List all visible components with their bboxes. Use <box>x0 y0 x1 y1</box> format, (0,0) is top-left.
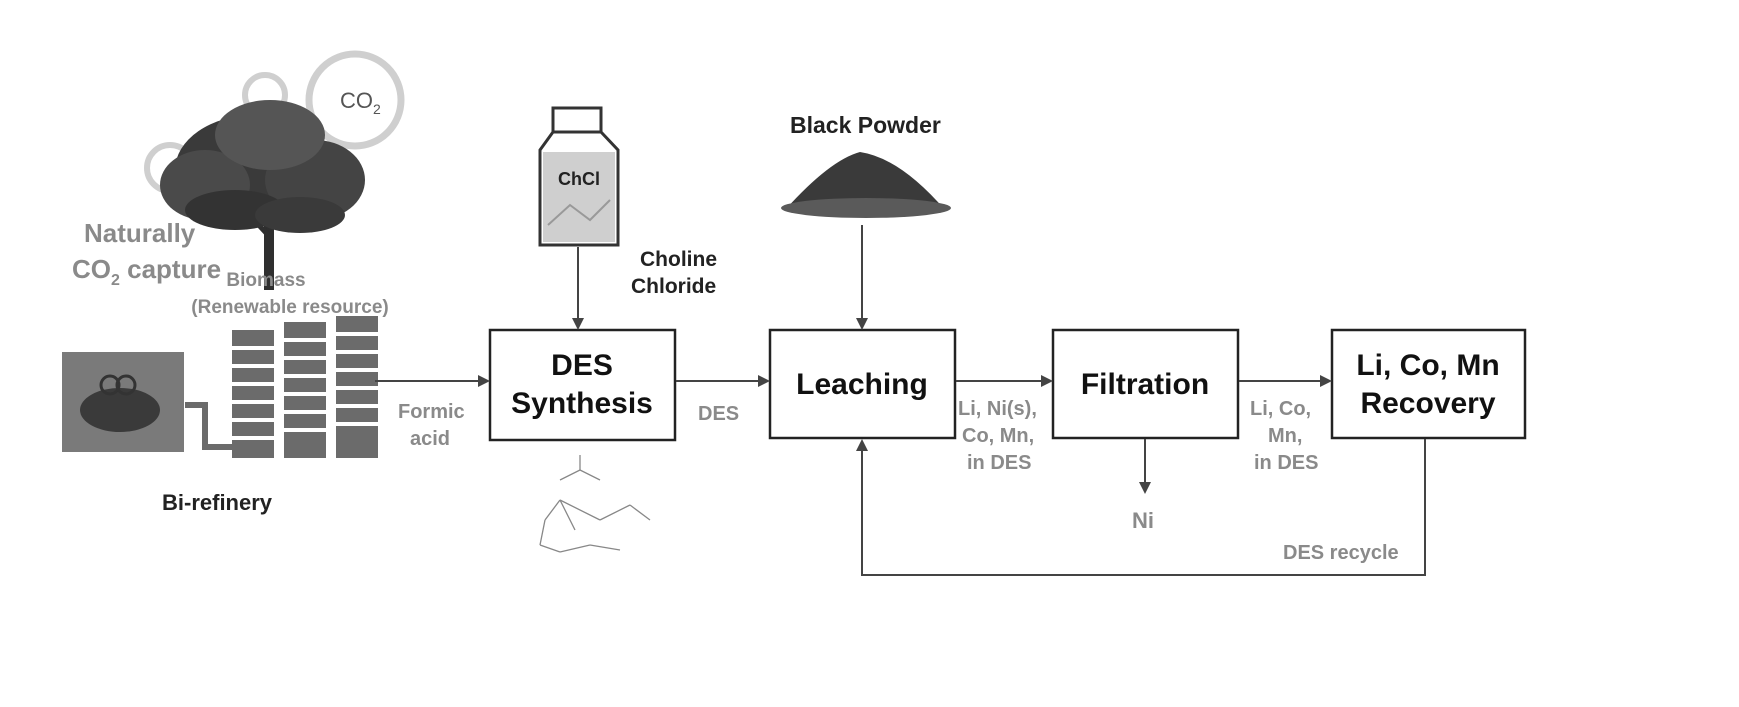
biorefinery-label: Bi-refinery <box>162 490 273 515</box>
chcl-label: ChCl <box>558 169 600 189</box>
recovery-line1: Li, Co, Mn <box>1356 349 1499 382</box>
recovery-box: Li, Co, Mn Recovery <box>1332 330 1525 438</box>
leaching-box: Leaching <box>770 330 955 438</box>
co2-bubble-label: CO2 <box>340 88 381 117</box>
leaching-label: Leaching <box>796 368 928 401</box>
black-powder-label: Black Powder <box>790 112 941 138</box>
leach-out-line1: Li, Ni(s), <box>958 398 1037 420</box>
des-recycle-label: DES recycle <box>1283 542 1399 564</box>
des-synthesis-line2: Synthesis <box>511 387 653 420</box>
filter-out-line1: Li, Co, <box>1250 398 1311 420</box>
filtration-box: Filtration <box>1053 330 1238 438</box>
filter-out-line2: Mn, <box>1268 425 1302 447</box>
chloride-label: Chloride <box>631 275 716 298</box>
des-edge-label: DES <box>698 403 739 425</box>
black-powder-icon <box>781 152 951 218</box>
biorefinery-icon <box>62 316 378 458</box>
filtration-label: Filtration <box>1081 368 1209 401</box>
choline-label: Choline <box>640 248 717 271</box>
des-synthesis-box: DES Synthesis <box>490 330 675 440</box>
chemical-structure-icon <box>540 455 650 552</box>
leach-out-line3: in DES <box>967 452 1031 474</box>
formic-label: Formic <box>398 401 465 423</box>
acid-label: acid <box>410 428 450 450</box>
biomass-label: Biomass <box>226 270 305 291</box>
naturally-label: Naturally <box>84 218 196 248</box>
recovery-line2: Recovery <box>1360 387 1495 420</box>
des-synthesis-line1: DES <box>551 349 613 382</box>
leach-out-line2: Co, Mn, <box>962 425 1034 447</box>
filter-out-line3: in DES <box>1254 452 1318 474</box>
ni-label: Ni <box>1132 508 1154 533</box>
co2-capture-label: CO2 capture <box>72 254 221 289</box>
renewable-resource-label: (Renewable resource) <box>191 297 388 318</box>
